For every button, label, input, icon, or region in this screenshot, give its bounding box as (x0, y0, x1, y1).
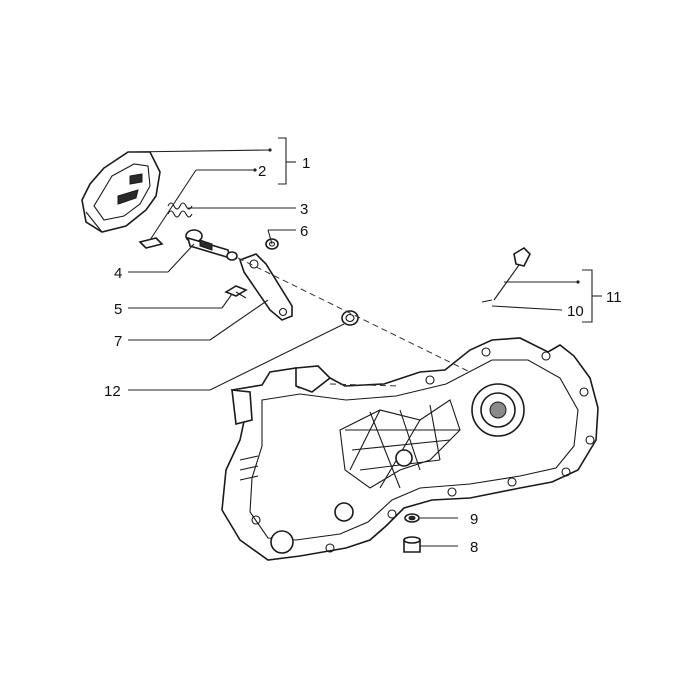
assembly-axis-line-2 (329, 383, 401, 387)
callout-label-6: 6 (300, 223, 308, 240)
oil-seal (341, 310, 359, 326)
callout-label-2: 2 (258, 163, 266, 180)
callout-label-1: 1 (302, 155, 310, 172)
callout-label-7: 7 (114, 333, 122, 350)
brake-cam-shaft (185, 229, 238, 261)
callout-label-9: 9 (470, 511, 478, 528)
assembly-axis-line (237, 257, 471, 373)
callout-label-8: 8 (470, 539, 478, 556)
brake-lever (238, 253, 293, 321)
callout-label-5: 5 (114, 301, 122, 318)
callout-label-11: 11 (606, 289, 622, 306)
callout-label-4: 4 (114, 265, 122, 282)
callout-label-3: 3 (300, 201, 308, 218)
sealing-washer (404, 513, 420, 523)
callout-label-10: 10 (567, 303, 584, 320)
oil-dipstick (481, 246, 531, 303)
leader-lines (128, 137, 602, 547)
brake-shoe-assembly (81, 151, 164, 249)
bolt (224, 285, 248, 299)
callout-label-12: 12 (104, 383, 121, 400)
drain-plug (403, 536, 421, 553)
crankcase-housing (221, 337, 599, 561)
spring (167, 202, 193, 218)
